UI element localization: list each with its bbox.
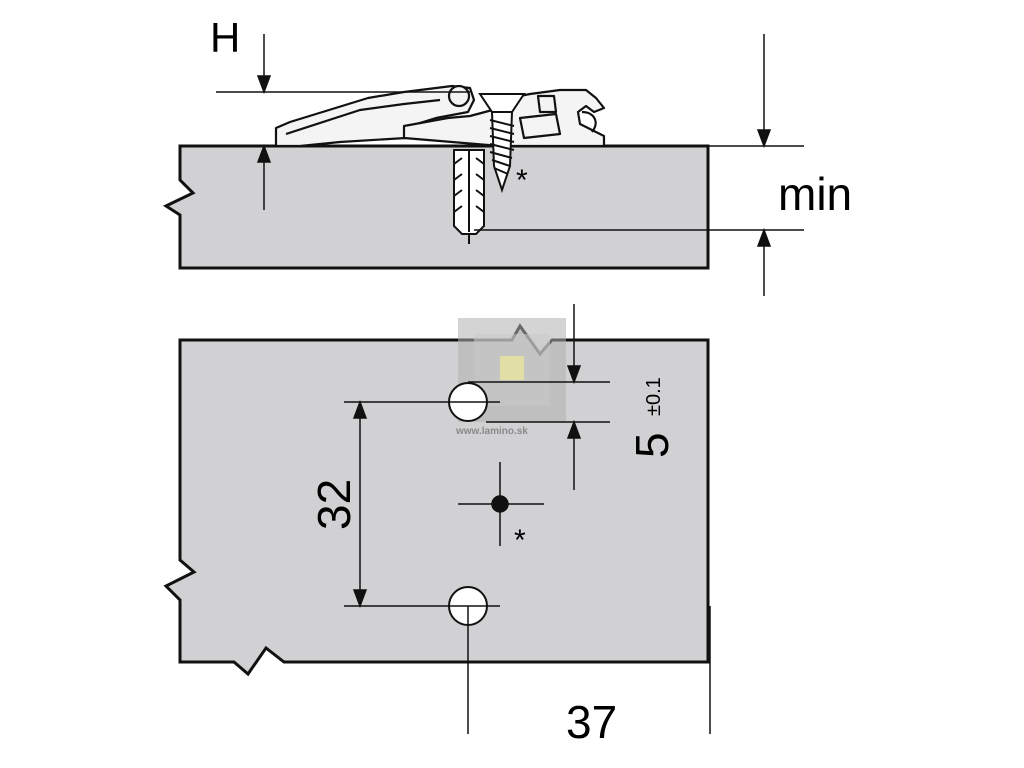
dimension-h — [216, 34, 470, 210]
asterisk-top-label: * — [516, 164, 528, 197]
dimension-37 — [467, 606, 711, 734]
dimension-h-label: H — [210, 14, 240, 61]
mounting-plate-hardware — [274, 84, 606, 148]
dimension-5-label: 5 — [626, 432, 678, 458]
side-section-view: * H min — [162, 14, 852, 296]
dimension-32-label: 32 — [308, 479, 360, 530]
asterisk-bottom-label: * — [514, 524, 526, 557]
hinge-pivot — [447, 84, 471, 108]
plan-view: www.lamino.sk * 32 5 — [163, 304, 711, 748]
side-panel — [162, 144, 710, 270]
screw — [478, 93, 526, 194]
watermark-logo: www.lamino.sk — [455, 318, 566, 437]
watermark-text: www.lamino.sk — [455, 426, 528, 437]
dimension-5-tolerance-label: ±0.1 — [643, 377, 665, 416]
dimension-5 — [468, 304, 610, 490]
dowel — [453, 149, 485, 244]
dimension-37-label: 37 — [566, 696, 617, 748]
dimension-32 — [344, 399, 500, 609]
dimension-min-label: min — [778, 168, 852, 220]
dimension-min — [474, 34, 804, 296]
plan-panel — [163, 323, 710, 677]
center-mark — [458, 462, 544, 546]
